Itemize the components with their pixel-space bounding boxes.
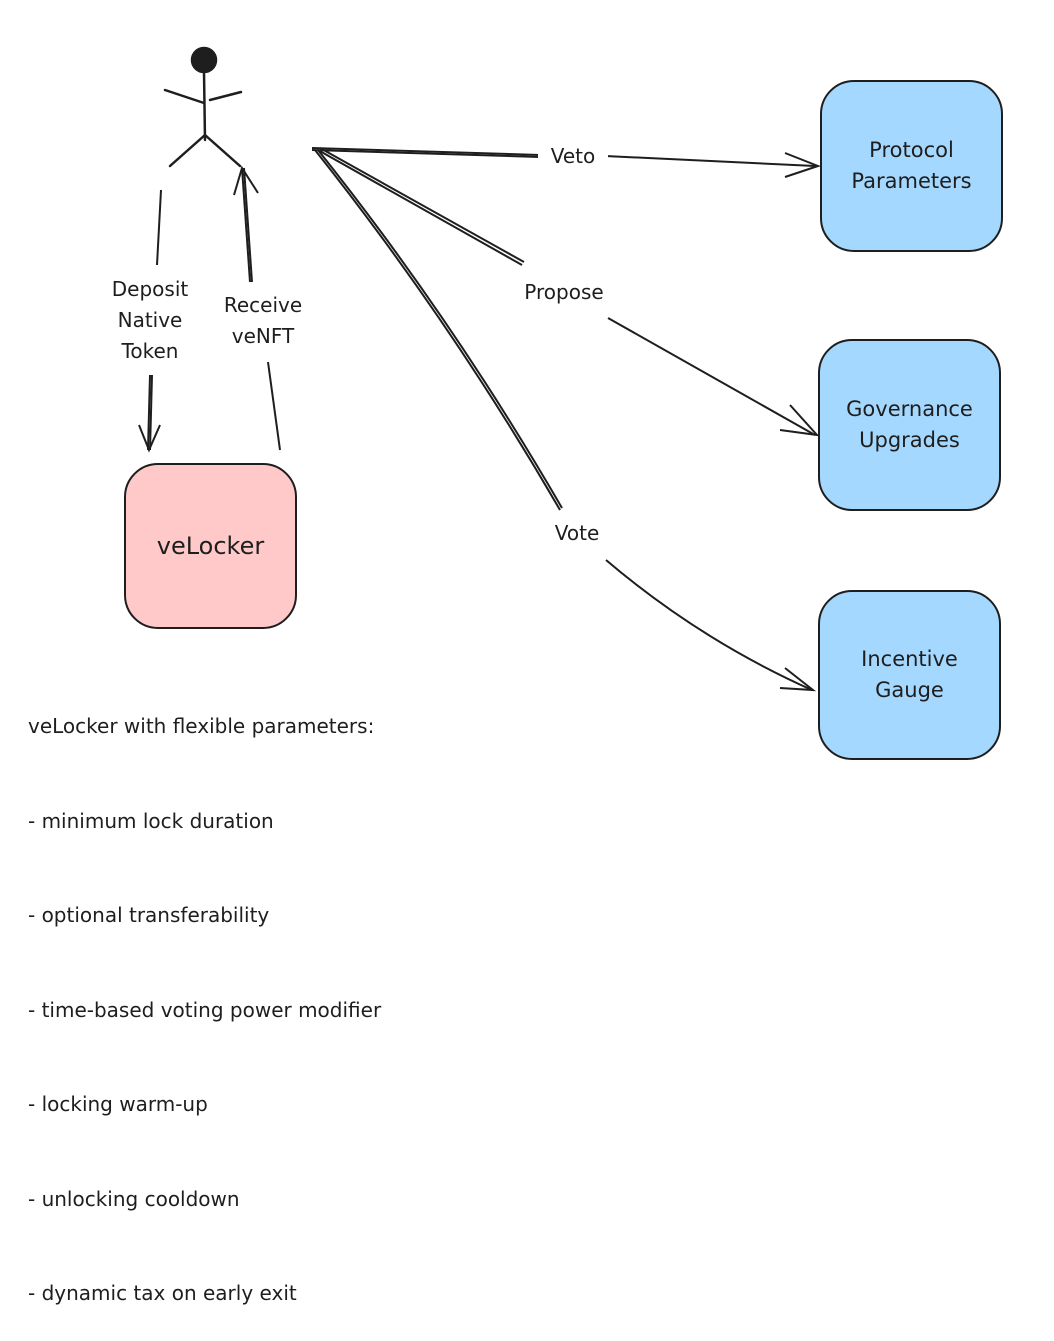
notes-item: - unlocking cooldown	[28, 1186, 240, 1211]
veto-label: Veto	[538, 141, 608, 172]
incentive-gauge-node[interactable]: Incentive Gauge	[818, 590, 1001, 760]
receive-arrow	[233, 165, 281, 451]
deposit-label: Deposit Native Token	[95, 274, 205, 367]
notes-item: - dynamic tax on early exit	[28, 1281, 297, 1305]
receive-label: Receive veNFT	[208, 290, 318, 352]
propose-arrow	[317, 147, 820, 437]
notes-title: veLocker with flexible parameters:	[28, 714, 375, 738]
deposit-arrow	[138, 189, 162, 453]
actor-icon	[163, 46, 243, 168]
diagram-canvas	[138, 46, 821, 692]
governance-upgrades-node[interactable]: Governance Upgrades	[818, 339, 1001, 511]
velocker-node[interactable]: veLocker	[124, 463, 297, 629]
notes-item: - locking warm-up	[28, 1092, 208, 1116]
vote-arrow	[314, 149, 817, 692]
propose-label: Propose	[512, 277, 616, 308]
protocol-parameters-node[interactable]: Protocol Parameters	[820, 80, 1003, 252]
velocker-notes: veLocker with flexible parameters: - min…	[28, 648, 381, 1341]
notes-item: - optional transferability	[28, 903, 270, 927]
vote-label: Vote	[542, 518, 612, 549]
notes-item: - minimum lock duration	[28, 808, 274, 833]
notes-item: - time-based voting power modifier	[28, 997, 382, 1022]
veto-arrow	[311, 147, 821, 178]
